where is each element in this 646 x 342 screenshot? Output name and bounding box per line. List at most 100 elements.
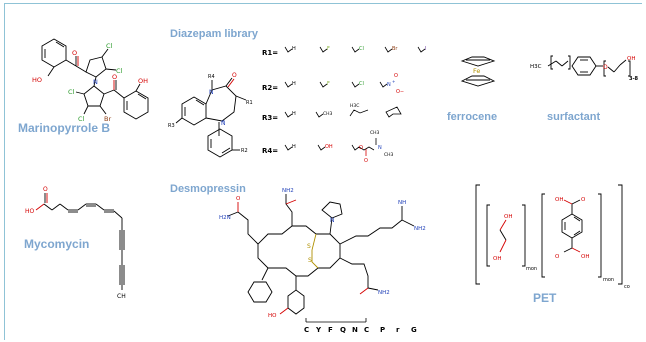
oxygen-label: O (72, 49, 77, 57)
r4-methyl-b: CH3 (384, 152, 394, 158)
r2-nitro-o-minus: O− (396, 89, 404, 95)
diazepam-core-atoms: R4 N O R1 N R3 R2 (168, 72, 253, 154)
r3-h: H (292, 111, 296, 117)
sequence-residue: F (328, 326, 333, 334)
marinopyrrole-b-atoms: HO OH O O N Cl Cl Cl Cl Br (32, 42, 148, 123)
r4-substituents (284, 138, 377, 156)
glycol-subscript-label: mon (526, 266, 537, 272)
r1-label: R1 (246, 100, 253, 106)
r4-oh: OH (325, 144, 333, 150)
r1-substituent-labels: H F Cl Br I (292, 46, 426, 52)
r2-h: H (292, 81, 296, 87)
r3-label: R3 (168, 123, 175, 129)
oxygen-label: O (555, 254, 560, 260)
r2-f: F (327, 81, 330, 87)
surfactant-structure (547, 55, 631, 77)
r4-carbamate-carbonyl-o: O (364, 158, 368, 164)
r4-carbamate-n: N (378, 145, 382, 151)
diazepam-core-structure (175, 77, 247, 158)
hydroxyl-label: OH (138, 77, 148, 85)
tyrosine-hydroxyl-label: HO (268, 313, 277, 319)
r3-h3c: H3C (350, 103, 359, 109)
ferrocene-structure (460, 56, 496, 87)
sequence-residue: C (304, 326, 309, 334)
sequence-residue: C (364, 326, 369, 334)
desmopressin-atoms: NH2 H2N S S N O NH NH2 NH2 HO (219, 188, 426, 319)
hydroxyl-label: OH (555, 197, 563, 203)
nitrogen-label: N (93, 78, 98, 86)
terminal-ch-label: CH (117, 293, 126, 300)
hydroxyl-label: OH (581, 254, 589, 260)
hydroxyl-label: HO (32, 76, 42, 84)
r4-methyl-a: CH3 (370, 130, 380, 136)
arginine-amine-label: NH2 (414, 226, 426, 232)
oxygen-label: O (236, 196, 241, 202)
content-frame (4, 3, 642, 340)
oxygen-label: O (112, 73, 117, 81)
title-marinopyrrole-b: Marinopyrrole B (18, 121, 111, 135)
hydroxyl-label: OH (504, 214, 512, 220)
bromine-label: Br (104, 115, 111, 123)
sequence-residue: N (352, 326, 358, 334)
r4-h: H (292, 144, 296, 150)
r3-row-label: R3= (262, 114, 278, 122)
r2-substituent-labels: H F Cl N + O O− (292, 73, 404, 95)
r2-row-label: R2= (262, 84, 278, 92)
r2-nitro-o: O (394, 73, 398, 79)
r4-substituent-labels: H OH O O N CH3 CH3 (292, 130, 394, 164)
r1-i: I (425, 46, 426, 52)
sequence-residue: Y (315, 326, 322, 334)
r2-cl: Cl (359, 81, 364, 87)
sulfur-label: S (307, 243, 311, 250)
surfactant-atoms: H3C O OH 3-8 (530, 56, 639, 82)
r1-row-label: R1= (262, 49, 278, 57)
desmopressin-sequence: C Y F Q N C P r G (304, 318, 417, 334)
sequence-residue: G (411, 326, 417, 334)
title-desmopressin: Desmopressin (170, 183, 246, 195)
marinopyrrole-b-structure (41, 38, 149, 120)
oxygen-label: O (581, 197, 586, 203)
acid-subscript-label: mon (603, 277, 614, 283)
nitrogen-label: N (209, 89, 214, 96)
r-group-rows: R1= R2= R3= R4= (262, 49, 278, 155)
repeat-count-label: 3-8 (629, 76, 639, 82)
pet-atoms: OH OH OH O O OH mon mon co (493, 197, 630, 290)
desmopressin-structure (227, 194, 415, 315)
r3-substituent-labels: H CH3 H3C (292, 103, 359, 117)
title-pet: PET (533, 291, 557, 305)
chlorine-label: Cl (68, 88, 75, 96)
ether-oxygen-label: O (603, 64, 608, 71)
r3-ch3: CH3 (323, 111, 333, 117)
nitrogen-label: N (221, 120, 226, 127)
iron-label: Fe (473, 67, 480, 75)
r2-nitro-n: N (387, 82, 391, 88)
r2-substituents (284, 81, 388, 88)
proline-nitrogen-label: N (330, 217, 335, 224)
r1-cl: Cl (359, 46, 364, 52)
copolymer-subscript-label: co (624, 284, 630, 290)
title-surfactant: surfactant (547, 111, 601, 123)
glycinamide-label: NH2 (378, 290, 390, 296)
r4-row-label: R4= (262, 147, 278, 155)
methyl-label: H3C (530, 64, 542, 70)
r1-substituents (284, 46, 426, 53)
sulfur-label: S (308, 257, 312, 264)
r4-label: R4 (208, 74, 215, 80)
r3-substituents (284, 106, 402, 118)
arginine-imine-label: NH (398, 200, 406, 206)
r2-label: R2 (241, 148, 248, 154)
r1-h: H (292, 46, 296, 52)
title-mycomycin: Mycomycin (24, 237, 90, 251)
title-diazepam-library: Diazepam library (170, 28, 259, 40)
sequence-residue: r (396, 326, 400, 334)
hydroxyl-label: OH (627, 56, 635, 62)
glutamine-amide-label: H2N (219, 215, 231, 221)
chlorine-label: Cl (78, 115, 85, 123)
r1-f: F (327, 46, 330, 52)
chlorine-label: Cl (116, 67, 123, 75)
asparagine-amide-label: NH2 (282, 188, 294, 194)
chlorine-label: Cl (106, 42, 113, 50)
hydroxyl-label: HO (25, 208, 35, 215)
r4-carbamate-o: O (359, 145, 363, 151)
